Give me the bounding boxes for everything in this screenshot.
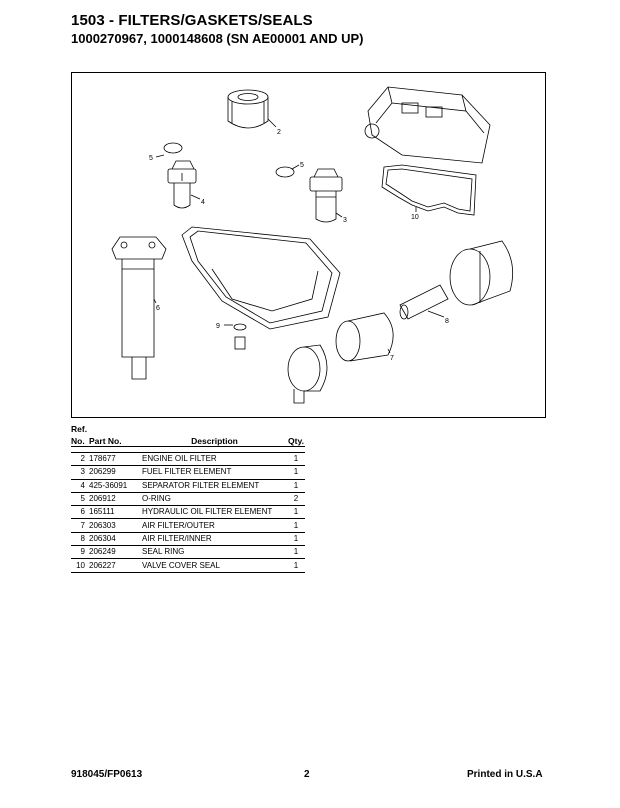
cell-part-no: 206304 [89,532,142,547]
cell-no: 9 [71,545,89,560]
cell-description: FUEL FILTER ELEMENT [142,465,287,480]
cell-qty: 1 [287,479,305,493]
hydraulic-filter-drawing [111,236,167,380]
callout-3: 3 [343,217,347,224]
callout-5b: 5 [300,162,304,169]
valve-cover-seal-drawing [381,164,477,216]
air-cleaner-housing-drawing [449,240,514,306]
fuel-filter-drawing [309,168,343,223]
cell-qty: 1 [287,505,305,520]
cell-no: 10 [71,558,89,573]
footer-printed: Printed in U.S.A [467,769,543,780]
col-header-part-no: Part No. [89,435,142,447]
valve-cover-drawing [364,86,491,164]
table-row: 7 206303 AIR FILTER/OUTER 1 [71,518,305,533]
cell-description: HYDRAULIC OIL FILTER ELEMENT [142,505,287,520]
separator-filter-drawing [167,160,197,209]
table-row: 3 206299 FUEL FILTER ELEMENT 1 [71,465,305,480]
cell-qty: 2 [287,492,305,507]
cell-part-no: 206227 [89,558,142,573]
callout-5a: 5 [149,155,153,162]
cell-description: SEPARATOR FILTER ELEMENT [142,479,287,493]
table-row: 10 206227 VALVE COVER SEAL 1 [71,558,305,573]
air-cleaner-cap-drawing [287,344,328,404]
cell-description: VALVE COVER SEAL [142,558,287,573]
cell-part-no: 178677 [89,451,142,467]
outer-air-filter-drawing [335,312,394,362]
callout-8: 8 [445,318,449,325]
table-row: 8 206304 AIR FILTER/INNER 1 [71,532,305,547]
cell-part-no: 425-36091 [89,479,142,493]
cell-part-no: 206303 [89,518,142,533]
inner-air-filter-drawing [399,284,449,320]
cell-no: 4 [71,479,89,493]
cell-part-no: 165111 [89,505,142,520]
callout-10: 10 [411,214,419,221]
cell-qty: 1 [287,451,305,467]
cell-qty: 1 [287,532,305,547]
parts-table: No. Part No. Description Qty. 2 178677 E… [71,435,305,573]
cell-no: 3 [71,465,89,480]
cell-qty: 1 [287,545,305,560]
table-row: 6 165111 HYDRAULIC OIL FILTER ELEMENT 1 [71,505,305,520]
footer-page-number: 2 [304,769,310,780]
cell-part-no: 206249 [89,545,142,560]
table-row: 2 178677 ENGINE OIL FILTER 1 [71,451,305,467]
ref-label: Ref. [71,424,88,434]
callout-4: 4 [201,199,205,206]
cell-part-no: 206299 [89,465,142,480]
footer-doc-number: 918045/FP0613 [71,769,143,780]
cell-no: 5 [71,492,89,507]
callout-7: 7 [390,355,394,362]
callout-9: 9 [216,323,220,330]
parts-illustration: 2 5 4 5 3 [71,72,546,418]
cell-no: 2 [71,451,89,467]
table-row: 9 206249 SEAL RING 1 [71,545,305,560]
col-header-qty: Qty. [287,435,305,447]
page-title: 1503 - FILTERS/GASKETS/SEALS [71,12,313,29]
cell-no: 6 [71,505,89,520]
cell-description: AIR FILTER/INNER [142,532,287,547]
engine-oil-filter-drawing [227,89,269,129]
cell-description: SEAL RING [142,545,287,560]
col-header-description: Description [142,435,287,447]
callout-6: 6 [156,305,160,312]
parts-list: Ref. No. Part No. Description Qty. 2 178… [71,424,305,573]
cell-qty: 1 [287,518,305,533]
page-subtitle: 1000270967, 1000148608 (SN AE00001 AND U… [71,31,364,46]
cell-description: ENGINE OIL FILTER [142,451,287,467]
cell-part-no: 206912 [89,492,142,507]
cell-qty: 1 [287,465,305,480]
callout-2: 2 [277,129,281,136]
cell-description: AIR FILTER/OUTER [142,518,287,533]
cell-no: 7 [71,518,89,533]
table-row: 4 425-36091 SEPARATOR FILTER ELEMENT 1 [71,479,305,493]
cell-no: 8 [71,532,89,547]
table-row: 5 206912 O-RING 2 [71,492,305,507]
cell-description: O-RING [142,492,287,507]
cell-qty: 1 [287,558,305,573]
oil-pan-drawing [181,226,341,330]
col-header-no: No. [71,435,89,447]
